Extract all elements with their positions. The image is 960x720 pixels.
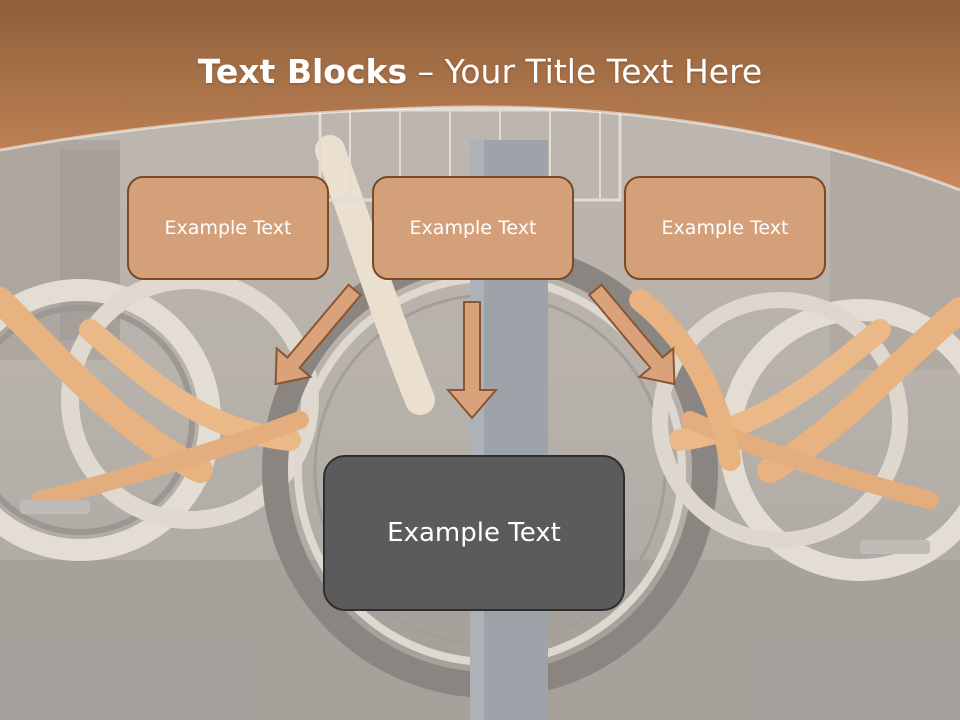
text-block-center-label: Example Text bbox=[409, 217, 537, 239]
text-block-left[interactable]: Example Text bbox=[127, 176, 329, 280]
text-block-center[interactable]: Example Text bbox=[372, 176, 574, 280]
title-rest: – Your Title Text Here bbox=[407, 52, 763, 91]
title-bold: Text Blocks bbox=[197, 52, 408, 91]
slide-title: Text Blocks – Your Title Text Here bbox=[0, 52, 960, 91]
arrow-center-down bbox=[445, 301, 499, 420]
arrow-left-diagonal bbox=[274, 283, 363, 386]
arrow-right-diagonal bbox=[587, 283, 676, 386]
text-block-main-label: Example Text bbox=[387, 518, 561, 548]
header-band bbox=[0, 0, 960, 192]
text-block-left-label: Example Text bbox=[164, 217, 292, 239]
text-block-main[interactable]: Example Text bbox=[323, 455, 625, 611]
text-block-right-label: Example Text bbox=[661, 217, 789, 239]
text-block-right[interactable]: Example Text bbox=[624, 176, 826, 280]
